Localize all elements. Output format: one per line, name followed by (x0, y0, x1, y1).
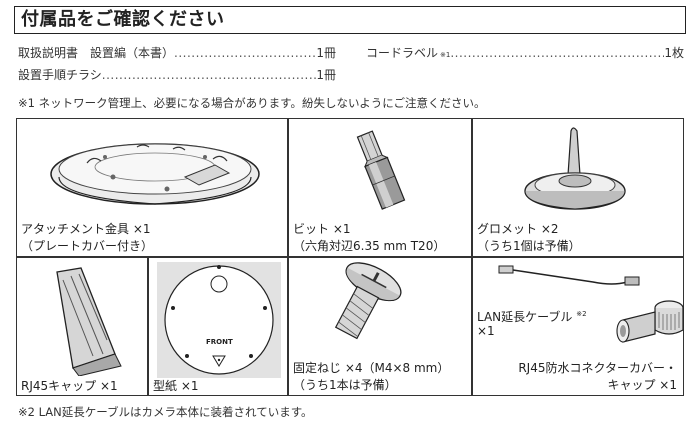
footnote-mark: ※1 (440, 51, 451, 59)
rj45-cover-caption-line2: キャップ ×1 (607, 378, 677, 392)
bit-illustration (356, 130, 406, 210)
screw-caption-line2: （うち1本は予備） (293, 378, 397, 392)
screw-caption-line1: 固定ねじ ×4（M4×8 mm） (293, 361, 450, 375)
grommet-illustration (524, 127, 626, 210)
contents-item-flyer: 設置手順チラシ ................................… (18, 66, 336, 83)
section-title: 付属品をご確認ください (14, 6, 686, 34)
paper-template-illustration (157, 262, 281, 378)
mount-caption-line1: アタッチメント金具 ×1 (21, 222, 151, 236)
part-fixing-screw: 固定ねじ ×4（M4×8 mm） （うち1本は予備） (288, 257, 472, 396)
mount-bracket-illustration (50, 143, 260, 205)
template-front-label: FRONT (206, 338, 233, 346)
footnote-1: ※1 ネットワーク管理上、必要になる場合があります。紛失しないようにご注意くださ… (18, 96, 486, 110)
fixing-screw-illustration (334, 262, 402, 340)
rj45-cap-caption: RJ45キャップ ×1 (21, 379, 118, 393)
grommet-caption-line1: グロメット ×2 (477, 222, 559, 236)
part-bit: ビット ×1 （六角対辺6.35 mm T20） (288, 118, 472, 257)
template-caption: 型紙 ×1 (153, 379, 199, 393)
contents-item-qty: 1冊 (316, 68, 336, 82)
leader-dots: ........................................… (450, 46, 664, 60)
mount-caption-line2: （プレートカバー付き） (21, 239, 154, 253)
part-grommet: グロメット ×2 （うち1個は予備） (472, 118, 684, 257)
contents-item-label: 取扱説明書 設置編（本書） (18, 46, 175, 60)
leader-dots: ........................................… (174, 46, 317, 60)
grommet-caption-line2: （うち1個は予備） (477, 239, 581, 253)
contents-item-manual: 取扱説明書 設置編（本書） ..........................… (18, 44, 336, 61)
part-rj45-cap: RJ45キャップ ×1 (16, 257, 148, 396)
contents-item-label: コードラベル (366, 46, 439, 60)
bit-caption-line1: ビット ×1 (293, 222, 351, 236)
contents-item-qty: 1冊 (316, 46, 336, 60)
part-mount-bracket: アタッチメント金具 ×1 （プレートカバー付き） (16, 118, 288, 257)
lan-caption-text: LAN延長ケーブル (477, 310, 573, 324)
bit-caption-line2: （六角対辺6.35 mm T20） (293, 239, 446, 253)
rj45-cover-caption-line1: RJ45防水コネクターカバー・ (518, 361, 677, 375)
lan-cable-illustration (498, 265, 684, 343)
leader-dots: ........................................… (101, 68, 317, 82)
part-lan-cable-and-cover: LAN延長ケーブル ※2 ×1 RJ45防水コネクターカバー・ キャップ ×1 (472, 257, 684, 396)
contents-item-qty: 1枚 (664, 46, 684, 60)
rj45-cap-illustration (56, 267, 122, 376)
footnote-2: ※2 LAN延長ケーブルはカメラ本体に装着されています。 (18, 405, 313, 419)
parts-grid: アタッチメント金具 ×1 （プレートカバー付き） ビット ×1 （六角対辺6.3… (16, 118, 684, 396)
lan-caption-line1: LAN延長ケーブル ※2 (477, 306, 587, 325)
part-paper-template: FRONT 型紙 ×1 (148, 257, 288, 396)
lan-caption-line2: ×1 (477, 324, 495, 338)
contents-item-label: 設置手順チラシ (18, 68, 102, 82)
footnote-mark: ※2 (576, 310, 587, 318)
contents-item-code-label: コードラベル ※1 ..............................… (366, 44, 684, 61)
